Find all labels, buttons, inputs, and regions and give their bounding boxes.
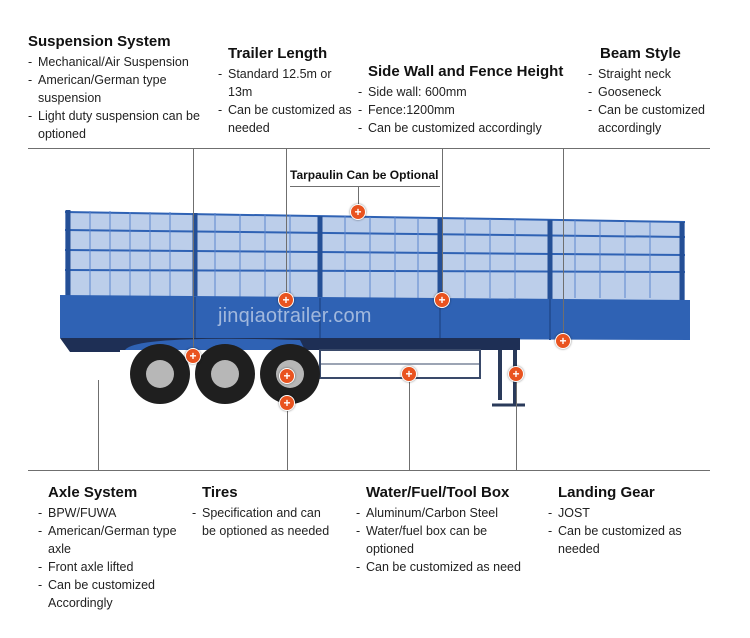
box-item: Aluminum/Carbon Steel xyxy=(356,504,521,522)
beam-style-item: Can be customized accordingly xyxy=(588,101,728,137)
landing-gear-connector xyxy=(516,374,517,470)
trailer-length-item: Standard 12.5m or 13m xyxy=(218,65,353,101)
fence-interior xyxy=(65,212,685,300)
side-wall-connector xyxy=(442,148,443,300)
tarpaulin-label: Tarpaulin Can be Optional xyxy=(290,168,439,182)
fence-grid xyxy=(89,211,651,298)
beam-style-item: Gooseneck xyxy=(588,83,728,101)
beam-style-block: Beam Style Straight neck Gooseneck Can b… xyxy=(588,45,728,137)
hotspot-trailer-length[interactable]: + xyxy=(278,292,294,308)
axle-item: BPW/FUWA xyxy=(38,504,198,522)
tarpaulin-connector-vertical xyxy=(358,186,359,212)
tires-connector xyxy=(287,404,288,470)
side-wall-title: Side Wall and Fence Height xyxy=(368,63,564,80)
side-wall-item: Side wall: 600mm xyxy=(358,83,583,101)
beam-style-title: Beam Style xyxy=(600,45,681,62)
trailer-length-connector xyxy=(286,148,287,300)
landing-gear-title: Landing Gear xyxy=(558,484,655,501)
hotspot-landing-gear[interactable]: + xyxy=(508,366,524,382)
side-wall-item: Fence:1200mm xyxy=(358,101,583,119)
landing-gear-item: JOST xyxy=(548,504,708,522)
watermark-text: jinqiaotrailer.com xyxy=(218,305,372,327)
water-fuel-tool-box-title: Water/Fuel/Tool Box xyxy=(366,484,510,501)
tires-title: Tires xyxy=(202,484,238,501)
tires-block: Tires Specification and can be optioned … xyxy=(192,484,332,540)
hotspot-tires[interactable]: + xyxy=(279,395,295,411)
trailer-length-title: Trailer Length xyxy=(228,45,328,62)
fence-posts xyxy=(65,210,685,300)
suspension-item: American/German type suspension xyxy=(28,71,213,107)
water-fuel-tool-box-block: Water/Fuel/Tool Box Aluminum/Carbon Stee… xyxy=(356,484,521,576)
axle-system-title: Axle System xyxy=(48,484,138,501)
axle-item: Front axle lifted xyxy=(38,558,198,576)
suspension-system-title: Suspension System xyxy=(28,33,171,50)
hotspot-suspension[interactable]: + xyxy=(185,348,201,364)
side-wall-block: Side Wall and Fence Height Side wall: 60… xyxy=(358,63,583,137)
suspension-item: Light duty suspension can be optioned xyxy=(28,107,213,143)
beam-style-item: Straight neck xyxy=(588,65,728,83)
hotspot-side-wall[interactable]: + xyxy=(434,292,450,308)
fence-rails xyxy=(64,211,686,273)
suspension-item: Mechanical/Air Suspension xyxy=(28,53,213,71)
box-item: Water/fuel box can be optioned xyxy=(356,522,521,558)
beam-style-connector xyxy=(563,148,564,341)
bottom-divider-line xyxy=(28,470,710,471)
side-wall-item: Can be customized accordingly xyxy=(358,119,583,137)
trailer-length-block: Trailer Length Standard 12.5m or 13m Can… xyxy=(218,45,353,137)
suspension-system-block: Suspension System Mechanical/Air Suspens… xyxy=(28,33,213,143)
hotspot-axle[interactable]: + xyxy=(279,368,295,384)
landing-gear-block: Landing Gear JOST Can be customized as n… xyxy=(548,484,708,558)
gooseneck xyxy=(60,338,120,352)
axle-connector xyxy=(98,380,99,470)
hotspot-beam-style[interactable]: + xyxy=(555,333,571,349)
tires-item: Specification and can be optioned as nee… xyxy=(192,504,332,540)
landing-gear-item: Can be customized as needed xyxy=(548,522,708,558)
axle-item: Can be customized Accordingly xyxy=(38,576,198,612)
box-item: Can be customized as need xyxy=(356,558,521,576)
suspension-connector xyxy=(193,148,194,356)
axle-system-block: Axle System BPW/FUWA American/German typ… xyxy=(38,484,198,612)
tarpaulin-connector-horizontal xyxy=(290,186,440,187)
axle-item: American/German type axle xyxy=(38,522,198,558)
trailer-length-item: Can be customized as needed xyxy=(218,101,353,137)
hotspot-tarpaulin[interactable]: + xyxy=(350,204,366,220)
side-wall-panel xyxy=(60,295,690,340)
hotspot-tool-box[interactable]: + xyxy=(401,366,417,382)
tool-box-connector xyxy=(409,374,410,470)
top-divider-line xyxy=(28,148,710,149)
